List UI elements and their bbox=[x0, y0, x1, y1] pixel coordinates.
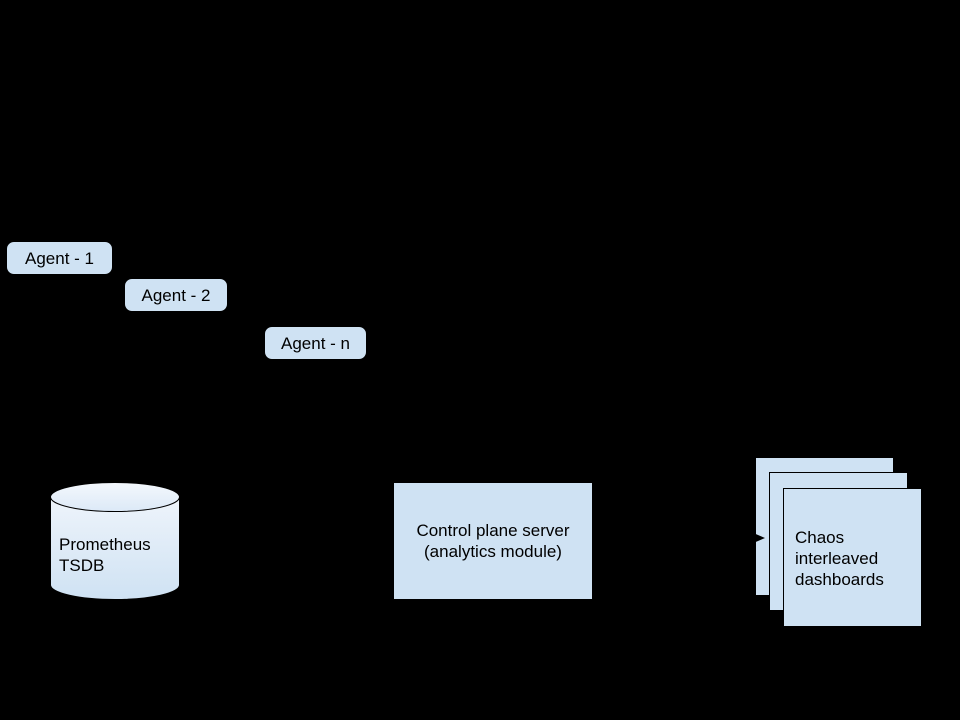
dashboards-label-line-3: dashboards bbox=[795, 570, 884, 589]
node-agent-n[interactable]: Agent - n bbox=[264, 326, 367, 360]
node-prometheus-tsdb-label: Prometheus TSDB bbox=[50, 534, 180, 576]
node-chaos-interleaved-dashboards[interactable]: Chaos interleaved dashboards bbox=[783, 488, 922, 627]
tsdb-label-line-2: TSDB bbox=[59, 556, 105, 575]
node-prometheus-tsdb[interactable]: Prometheus TSDB bbox=[50, 482, 180, 600]
cylinder-icon bbox=[50, 482, 180, 600]
control-plane-label-line-1: Control plane server bbox=[416, 521, 570, 540]
node-agent-1-label: Agent - 1 bbox=[25, 248, 94, 268]
node-agent-2[interactable]: Agent - 2 bbox=[124, 278, 228, 312]
node-agent-2-label: Agent - 2 bbox=[141, 285, 211, 305]
arrowhead-icon bbox=[751, 532, 765, 544]
control-plane-label-line-2: (analytics module) bbox=[424, 542, 562, 561]
tsdb-label-line-1: Prometheus bbox=[59, 535, 151, 554]
node-agent-1[interactable]: Agent - 1 bbox=[6, 241, 113, 275]
connector-server-to-dashboards bbox=[593, 532, 765, 544]
node-control-plane-server[interactable]: Control plane server (analytics module) bbox=[393, 482, 593, 600]
dashboards-label-line-1: Chaos bbox=[795, 528, 845, 547]
dashboards-label-line-2: interleaved bbox=[795, 549, 879, 568]
node-agent-n-label: Agent - n bbox=[281, 333, 350, 353]
